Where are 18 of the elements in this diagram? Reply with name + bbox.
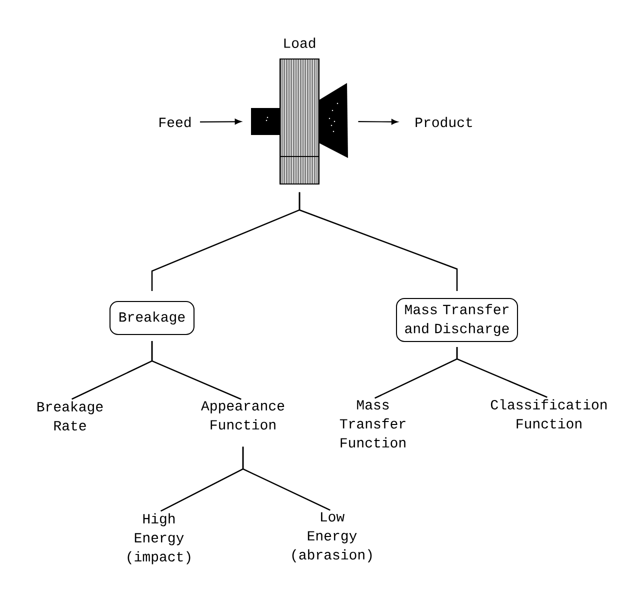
caption-label: Load (284, 38, 316, 48)
text-label: Low Energy (abrasion) (292, 512, 372, 562)
rounded-box: Mass Transfer and Discharge (396, 298, 518, 342)
connector (242, 446, 330, 511)
text-label: Appearance Function (201, 401, 284, 430)
text-label: Classification Function (490, 399, 607, 428)
text-label: High Energy (impact) (128, 513, 190, 564)
text-label: Breakage Rate (38, 401, 103, 430)
connector (200, 118, 242, 124)
connector (358, 119, 398, 125)
connector (456, 347, 548, 398)
mill-drawing (251, 58, 348, 184)
text-label: Product (416, 116, 472, 128)
rounded-box: Breakage (110, 301, 194, 335)
connector (298, 192, 458, 291)
connector (151, 341, 242, 400)
text-label: Mass Transfer Function (340, 400, 406, 448)
text-label: Feed (160, 116, 191, 128)
